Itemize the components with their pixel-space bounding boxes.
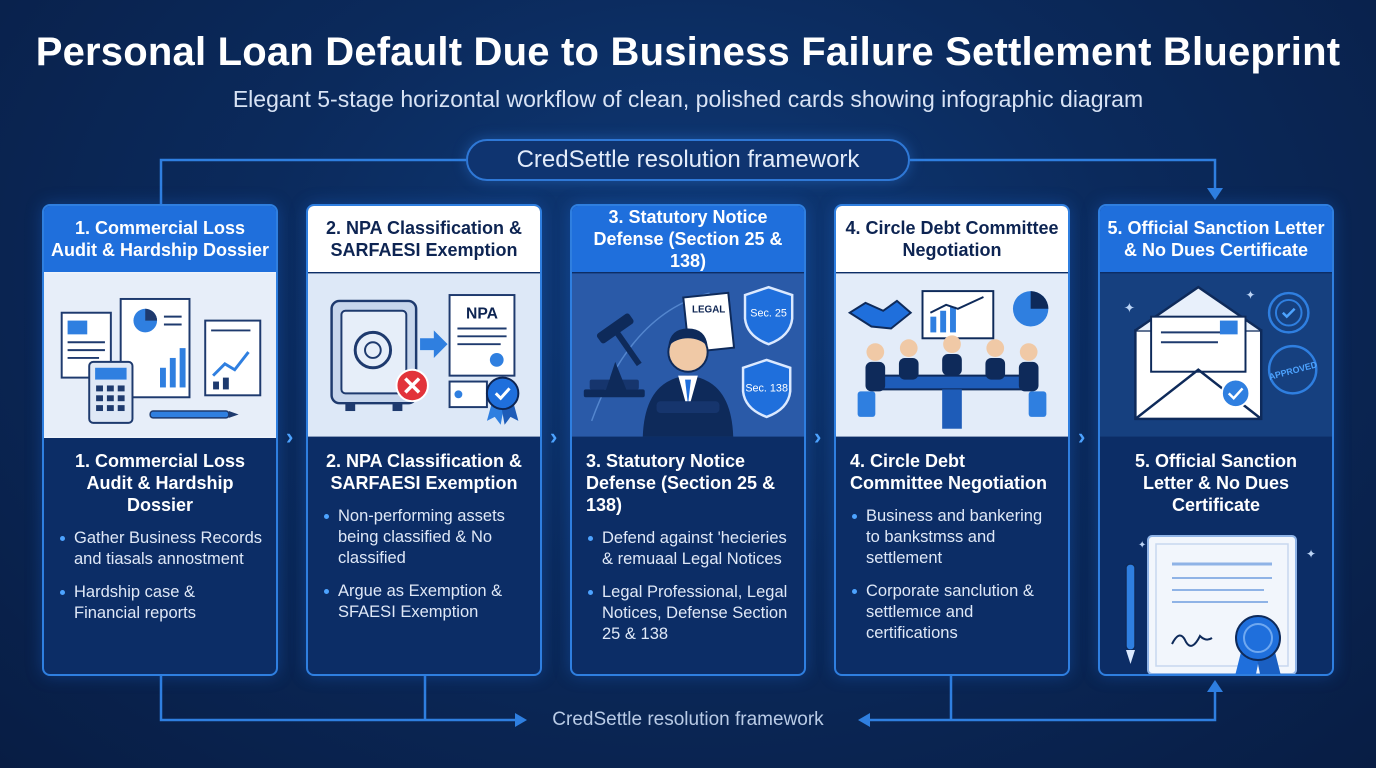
page-title: Personal Loan Default Due to Business Fa… (35, 30, 1341, 74)
framework-pill: CredSettle resolution framework (466, 139, 910, 181)
stage-3-illustration: LEGAL Sec. 25 Sec. 138 (572, 272, 804, 438)
shield-sec-25: Sec. 25 (750, 308, 787, 320)
safe-icon (330, 299, 418, 412)
sparkle-icon: ✦ (1245, 289, 1255, 302)
shield-icon: Sec. 25 Sec. 138 (741, 285, 794, 419)
stage-4-title: 4. Circle Debt Committee Negotiation (850, 451, 1048, 493)
certificate-icon: NPA (448, 294, 516, 409)
stage-4-bullet-2: Corporate sanclution & settlemıce and ce… (850, 581, 1054, 644)
stage-card-1: 1. Commercial Loss Audit & Hardship Doss… (42, 204, 278, 676)
stage-4-header: 4. Circle Debt Committee Negotiation (836, 206, 1068, 272)
bottom-framework-label: CredSettle resolution framework (552, 709, 824, 730)
pie-chart-icon (1012, 291, 1049, 327)
meeting-icon (857, 335, 1047, 429)
chevron-right-icon: › (814, 424, 822, 449)
handshake-icon (847, 299, 913, 330)
legal-label: LEGAL (692, 305, 725, 316)
top-right-connector (910, 158, 1217, 190)
top-left-connector (159, 158, 466, 204)
stage-3-bullet-2: Legal Professional, Legal Notices, Defen… (586, 582, 790, 645)
stage-card-4: 4. Circle Debt Committee Negotiation (834, 204, 1070, 676)
ribbon-badge-icon (1235, 615, 1281, 674)
stage-5-illustration: APPROVED ✦ ✦ (1100, 272, 1332, 438)
stage-card-2: 2. NPA Classification & SARFAESI Exempti… (306, 204, 542, 676)
chevron-right-icon: › (550, 424, 558, 449)
arrow-up-icon (1207, 680, 1223, 692)
stage-card-5: 5. Official Sanction Letter & No Dues Ce… (1098, 204, 1334, 676)
page-subtitle: Elegant 5-stage horizontal workflow of c… (232, 86, 1144, 112)
gavel-icon (583, 313, 645, 398)
sparkle-icon: ✦ (1138, 540, 1146, 551)
lawyer-icon (642, 328, 734, 437)
stage-3-title: 3. Statutory Notice Defense (Section 25 … (586, 451, 776, 515)
stage-1-bullet-1: Gather Business Records and tiasals anno… (58, 528, 262, 570)
stage-5-title: 5. Official Sanction Letter & No Dues Ce… (1134, 451, 1298, 515)
stage-2-header: 2. NPA Classification & SARFAESI Exempti… (308, 206, 540, 272)
envelope-icon (1134, 285, 1263, 421)
badge-icon (485, 376, 520, 425)
sparkle-icon: ✦ (1124, 301, 1136, 316)
stage-2-bullet-1: Non-performing assets being classified &… (322, 506, 526, 569)
stage-2-bullet-2: Argue as Exemption & ЅFAESI Exemption (322, 581, 526, 623)
certificate-illustration: ✦ ✦ (1125, 535, 1316, 674)
stage-5-header: 5. Official Sanction Letter & No Dues Ce… (1100, 206, 1332, 272)
stage-4-illustration (836, 272, 1068, 438)
shield-sec-138: Sec. 138 (745, 382, 788, 394)
pen-icon (1125, 563, 1136, 664)
pen-icon (149, 410, 239, 419)
stage-1-bullet-2: Hardship case & Financial reports (58, 582, 262, 624)
stage-1-illustration (44, 272, 276, 438)
stage-1-title: 1. Commercial Loss Audit & Hardship Doss… (74, 451, 246, 515)
stage-3-bullet-1: Defend against 'hecieries & remuaal Lega… (586, 528, 790, 570)
chart-icon (204, 319, 262, 397)
arrow-down-icon (1207, 188, 1223, 200)
stage-3-header: 3. Statutory Notice Defense (Section 25 … (572, 206, 804, 272)
stage-2-illustration: NPA (308, 272, 540, 438)
sparkle-icon: ✦ (1306, 547, 1316, 561)
reject-icon (395, 368, 429, 403)
stage-1-header: 1. Commercial Loss Audit & Hardship Doss… (44, 206, 276, 272)
stage-card-3: 3. Statutory Notice Defense (Section 25 … (570, 204, 806, 676)
stage-2-title: 2. NPA Classification & SARFAESI Exempti… (325, 451, 523, 493)
npa-label: NPA (466, 306, 498, 323)
calculator-icon (88, 360, 134, 424)
chevron-right-icon: › (286, 424, 294, 449)
presentation-board-icon (921, 290, 995, 340)
chevron-right-icon: › (1078, 424, 1086, 449)
arrow-icon (420, 330, 448, 358)
stage-4-bullet-1: Business and bankering to bankstmss and … (850, 506, 1054, 569)
